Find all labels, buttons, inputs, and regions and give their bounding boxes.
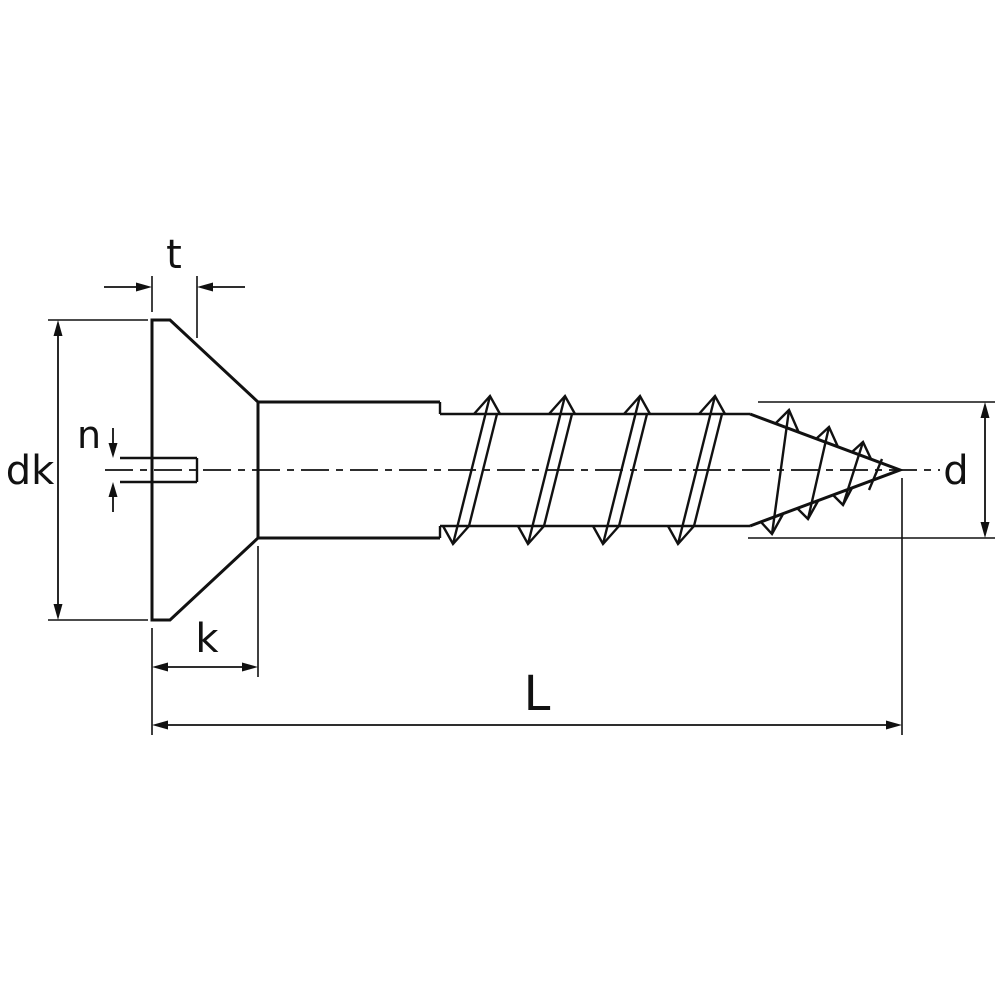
dimension-dk: dk <box>6 319 148 621</box>
dim-label-k: k <box>195 616 219 662</box>
dk-arrow-down <box>53 604 63 620</box>
d-extension-lines <box>748 401 995 539</box>
dimension-L: L <box>152 478 903 735</box>
t-arrow-right <box>197 282 213 292</box>
L-arrow-left <box>152 720 168 730</box>
k-extension-lines <box>151 546 259 735</box>
k-arrow-left <box>152 662 168 672</box>
d-arrow-up <box>980 402 990 418</box>
dim-label-L: L <box>524 666 551 722</box>
dk-extension-lines <box>48 319 148 621</box>
t-extension-lines <box>151 276 198 338</box>
thread-crest-top <box>473 393 727 415</box>
dim-label-t: t <box>166 232 182 278</box>
dim-label-n: n <box>77 413 101 457</box>
k-arrow-right <box>242 662 258 672</box>
dimension-t: t <box>104 232 245 338</box>
dimension-n: n <box>77 413 118 512</box>
dimension-k: k <box>151 546 259 735</box>
tip-flanks <box>770 409 884 535</box>
thread-crest-bottom <box>441 525 695 547</box>
dimension-d: d <box>748 401 995 539</box>
L-arrow-right <box>886 720 902 730</box>
n-arrow-down <box>108 443 118 458</box>
d-arrow-down <box>980 522 990 538</box>
dk-arrow-up <box>53 320 63 336</box>
screw-tip <box>749 407 905 537</box>
dim-label-d: d <box>943 448 968 494</box>
dim-label-dk: dk <box>6 448 55 494</box>
slot <box>120 456 199 484</box>
t-arrow-left <box>136 282 152 292</box>
screw-shank <box>258 400 440 540</box>
n-arrow-up <box>108 482 118 497</box>
